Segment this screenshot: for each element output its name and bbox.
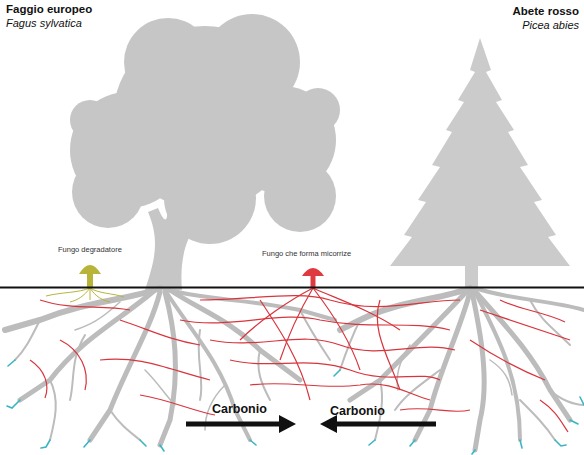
decomposer-fungus — [90, 288, 110, 302]
beech-roots — [165, 290, 250, 440]
root-tips — [8, 360, 15, 366]
spruce-crown — [390, 38, 570, 289]
decomposer-fungus — [46, 288, 124, 302]
spruce-crown — [390, 38, 570, 266]
spruce-roots — [474, 290, 570, 420]
beech-canopy — [204, 14, 300, 110]
mycorrhizal-hyphae — [230, 360, 440, 380]
mycorrhizal-hyphae — [480, 310, 570, 340]
mycorrhizal-hyphae — [313, 288, 400, 330]
tree-name: Abete rosso — [513, 5, 579, 18]
root-tips — [580, 397, 584, 405]
root-tips — [7, 360, 584, 454]
spruce-roots — [397, 345, 410, 390]
mycorrhizal-hyphae — [100, 359, 210, 380]
spruce-roots — [472, 292, 484, 450]
beech-trunk — [145, 186, 214, 290]
root-tips — [410, 440, 415, 446]
beech-roots — [170, 290, 300, 380]
mycorrhizal-hyphae — [180, 317, 450, 330]
root-tips — [84, 440, 90, 447]
root-tips — [41, 440, 50, 448]
spruce-roots — [475, 288, 584, 310]
ground-line — [0, 287, 584, 289]
spruce-roots — [490, 360, 512, 395]
beech-roots — [20, 290, 155, 400]
carbon-arrows — [186, 422, 282, 427]
mycorrhizal-hyphae — [40, 300, 130, 310]
ground-line — [0, 287, 584, 288]
flow-label: Carbonio — [330, 404, 385, 418]
mycorrhizal-hyphae — [377, 300, 400, 390]
root-tips — [140, 440, 146, 446]
carbon-arrows — [186, 415, 436, 433]
flow-label: Carbonio — [212, 402, 267, 416]
beech-canopy — [72, 156, 144, 228]
mycorrhizal-hyphae — [500, 300, 565, 322]
beech-roots — [5, 288, 160, 330]
mycorrhizal-fungus — [311, 274, 316, 288]
beech-roots — [70, 335, 85, 400]
mycorrhizal-hyphae — [540, 400, 568, 432]
mycorrhizal-hyphae — [260, 300, 310, 400]
mycorrhizal-hyphae — [140, 395, 215, 415]
root-tips — [369, 440, 375, 445]
mycorrhizal-hyphae — [280, 288, 313, 360]
beech-roots — [168, 290, 335, 320]
mycorrhizal-hyphae — [30, 360, 47, 398]
mycorrhizal-hyphae — [210, 339, 455, 351]
carbon-arrows — [334, 422, 436, 427]
species-name: Fagus sylvatica — [6, 17, 82, 30]
mycorrhizal-hyphae — [400, 409, 470, 412]
mycorrhizal-hyphae — [313, 288, 360, 370]
decomposer-fungus — [90, 288, 124, 297]
fungus-label: Fungo che forma micorrize — [262, 250, 351, 259]
decomposer-fungus — [87, 272, 93, 288]
beech-canopy — [296, 88, 340, 132]
root-tips — [334, 370, 340, 376]
beech-canopy — [124, 18, 212, 106]
beech-roots — [15, 320, 40, 360]
beech-roots — [5, 288, 335, 445]
root-tips — [160, 445, 164, 451]
mycorrhizal-hyphae — [470, 340, 545, 380]
spruce-roots — [415, 292, 470, 440]
spruce-crown — [465, 262, 478, 289]
mycorrhizal-hyphae — [200, 296, 460, 307]
decomposer-fungus — [90, 288, 91, 300]
beech-trunk — [145, 186, 214, 290]
beech-roots — [258, 350, 270, 400]
beech-canopy — [70, 100, 110, 140]
decomposer-fungus — [70, 288, 90, 302]
root-tips — [7, 400, 20, 408]
beech-canopy — [264, 160, 336, 232]
root-tips — [250, 440, 256, 445]
mycorrhizal-hyphae — [30, 288, 570, 432]
mycorrhizal-hyphae — [240, 288, 313, 340]
mycorrhizal-hyphae — [60, 340, 86, 390]
spruce-roots — [550, 390, 584, 405]
spruce-roots — [520, 400, 555, 440]
decomposer-fungus — [79, 265, 101, 274]
mycorrhizal-fungus — [302, 268, 324, 288]
carbon-arrows — [279, 415, 296, 433]
beech-roots — [50, 380, 56, 440]
root-tips — [520, 440, 522, 448]
mycorrhizal-hyphae — [250, 384, 430, 400]
mycorrhizal-fungus — [302, 268, 324, 276]
root-tips — [555, 440, 566, 446]
tree-name: Faggio europeo — [6, 3, 92, 16]
mycorrhizal-hyphae — [120, 320, 200, 345]
beech-roots — [110, 410, 140, 440]
decomposer-fungus — [46, 265, 124, 302]
species-name: Picea abies — [522, 19, 579, 32]
root-tips — [472, 450, 475, 454]
root-tips — [570, 420, 578, 424]
beech-roots — [90, 292, 160, 440]
fungus-label: Fungo degradatore — [58, 246, 122, 255]
beech-roots — [199, 330, 202, 400]
